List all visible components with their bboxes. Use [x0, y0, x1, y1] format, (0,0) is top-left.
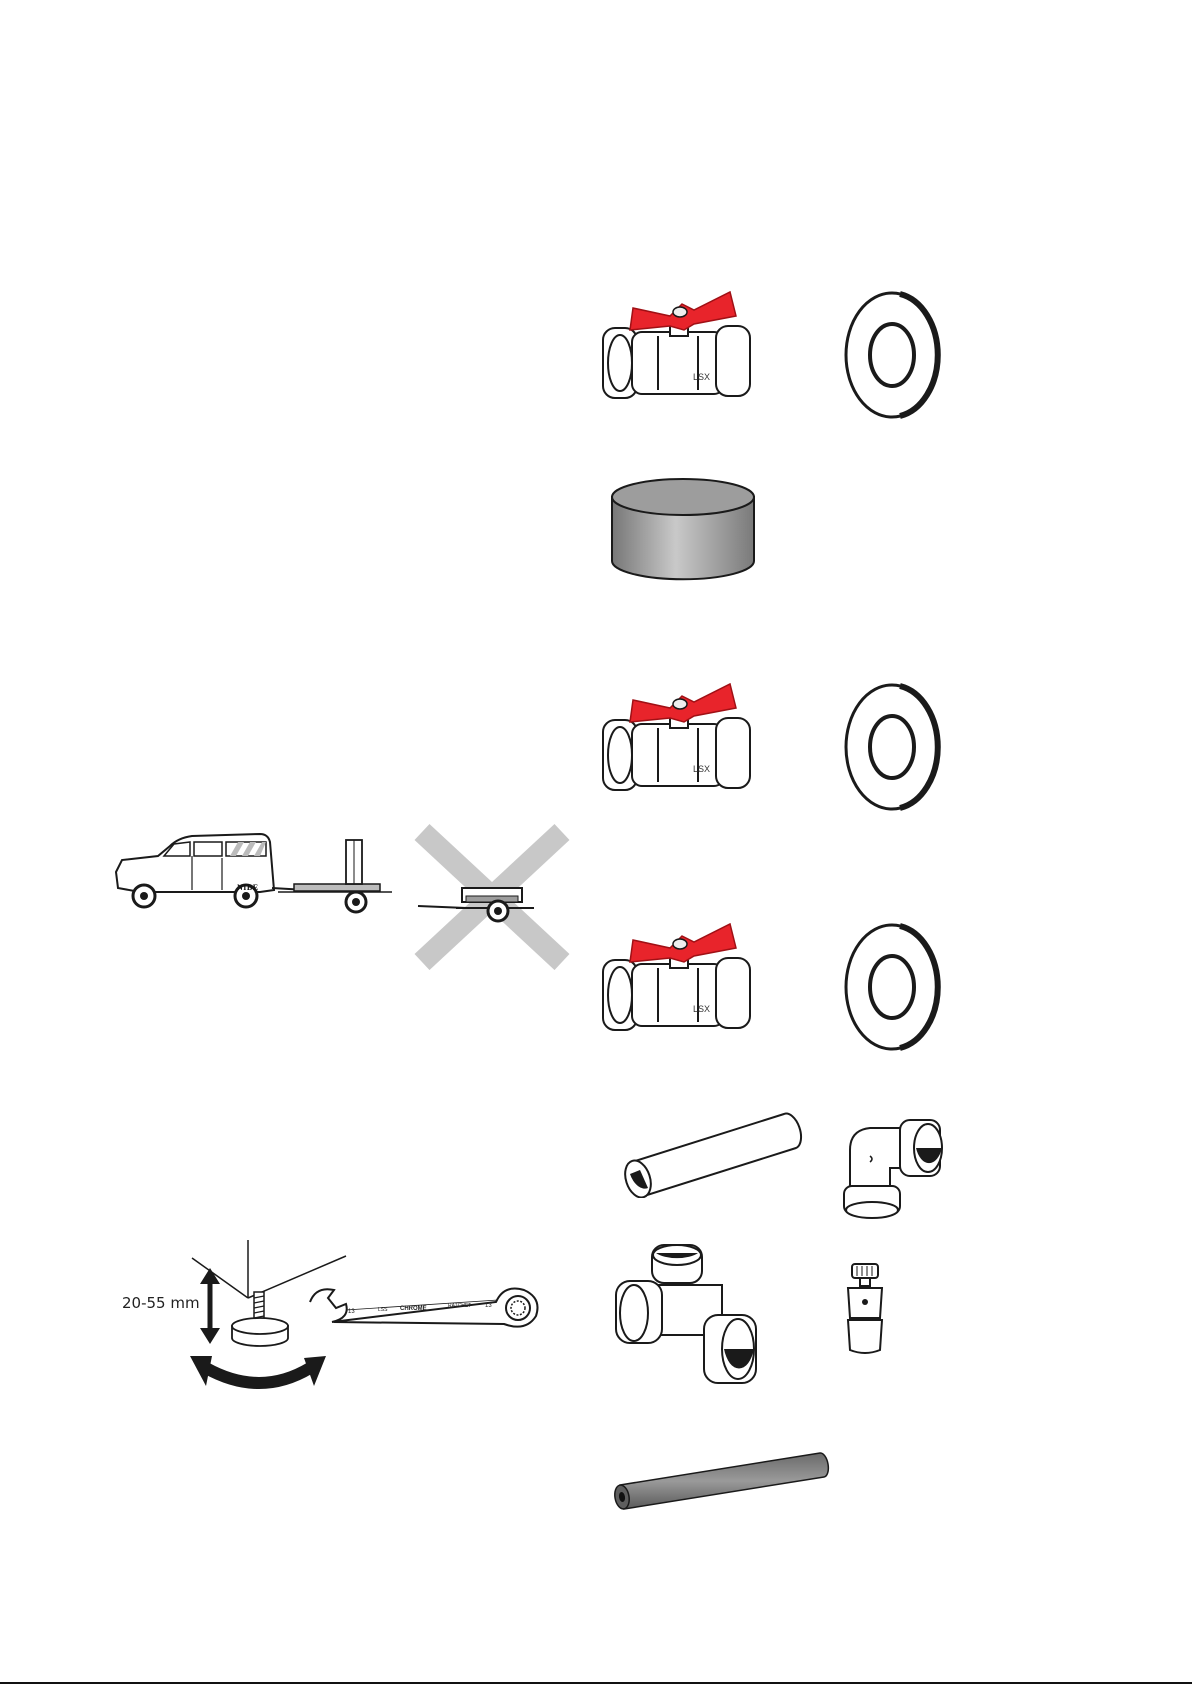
valve-marking: LSX [693, 372, 710, 382]
valve-marking: LSX [693, 1004, 710, 1014]
wrench-size-right: 13 [485, 1303, 492, 1309]
ball-valve-icon: LSX [598, 922, 758, 1042]
elbow-fitting-icon [840, 1110, 960, 1220]
prohibited-transport-illustration [412, 822, 572, 970]
valve-marking: LSX [693, 764, 710, 774]
van-with-trailer-illustration [110, 820, 410, 925]
page-footer-rule [0, 1682, 1192, 1684]
washer-icon [840, 290, 950, 420]
safety-valve-icon [840, 1262, 890, 1362]
cylinder-insulation-icon [608, 475, 758, 585]
wrench-text-b: RATCHET [448, 1303, 471, 1309]
pipe-icon [618, 1108, 803, 1198]
wrench-brand: CHROME [400, 1306, 427, 1312]
leveling-height-label: 20-55 mm [122, 1294, 200, 1312]
ball-valve-icon: LSX [598, 682, 758, 802]
van-brand: NIBE [237, 883, 259, 892]
washer-icon [840, 682, 950, 812]
washer-icon [840, 922, 950, 1052]
ball-valve-icon: LSX [598, 290, 758, 410]
insulation-tube-icon [608, 1445, 833, 1515]
tee-fitting-icon [612, 1235, 762, 1395]
wrench-text-a: LSS [378, 1307, 388, 1313]
leveling-foot-illustration: 13 LSS CHROME RATCHET 13 [180, 1238, 580, 1408]
wrench-size-left: 13 [348, 1309, 355, 1315]
